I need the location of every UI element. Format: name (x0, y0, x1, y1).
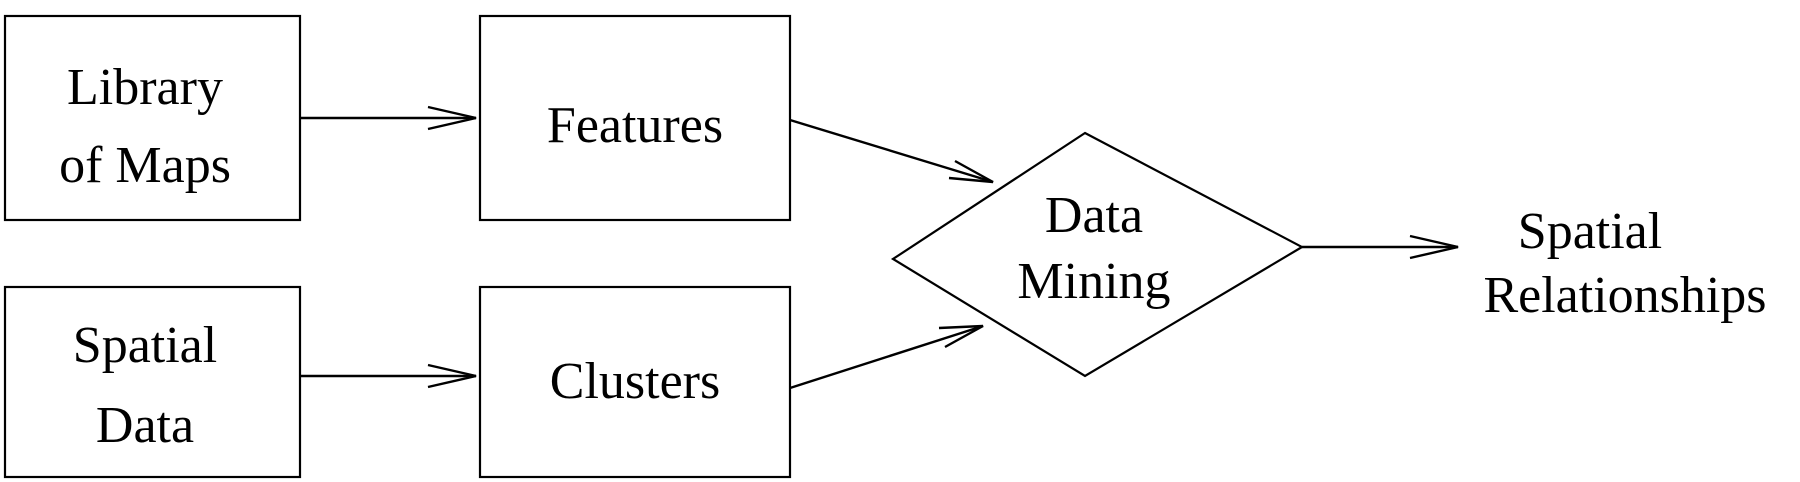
edge-clusters-to-data-mining (789, 324, 984, 390)
node-data-mining: Data Mining (890, 131, 1305, 378)
edge-features-to-data-mining (789, 118, 994, 184)
edge-library-to-features (300, 105, 477, 131)
node-spatial-data: Spatial Data (3, 285, 302, 479)
spatial-data-label-line1: Spatial (73, 317, 217, 374)
arrowhead-icon (427, 105, 477, 131)
node-features: Features (478, 14, 792, 222)
spatial-data-box (3, 285, 302, 479)
edge-data-mining-to-spatial-relationships (1302, 234, 1459, 260)
clusters-box (478, 285, 792, 479)
arrowhead-icon (1409, 234, 1459, 260)
spatial-data-label-line2: Data (96, 397, 194, 454)
node-library-of-maps: Library of Maps (3, 14, 302, 222)
library-of-maps-box (3, 14, 302, 222)
edge-line (789, 118, 994, 184)
edge-line (789, 324, 984, 390)
arrowhead-icon (427, 363, 477, 389)
arrowhead-icon (938, 324, 984, 349)
clusters-label: Clusters (550, 353, 720, 410)
edge-spatial-data-to-clusters (300, 363, 477, 389)
spatial-relationships-label-line2: Relationships (1483, 267, 1766, 324)
arrowhead-icon (948, 159, 994, 184)
node-spatial-relationships: Spatial Relationships (1483, 203, 1766, 324)
data-mining-label-line1: Data (1045, 187, 1143, 244)
spatial-relationships-label-line1: Spatial (1518, 203, 1662, 260)
features-label: Features (547, 97, 723, 154)
library-of-maps-label-line1: Library (67, 59, 223, 116)
data-mining-diamond (890, 131, 1305, 378)
data-mining-label-line2: Mining (1017, 253, 1170, 310)
features-box (478, 14, 792, 222)
library-of-maps-label-line2: of Maps (59, 137, 231, 194)
node-clusters: Clusters (478, 285, 792, 479)
